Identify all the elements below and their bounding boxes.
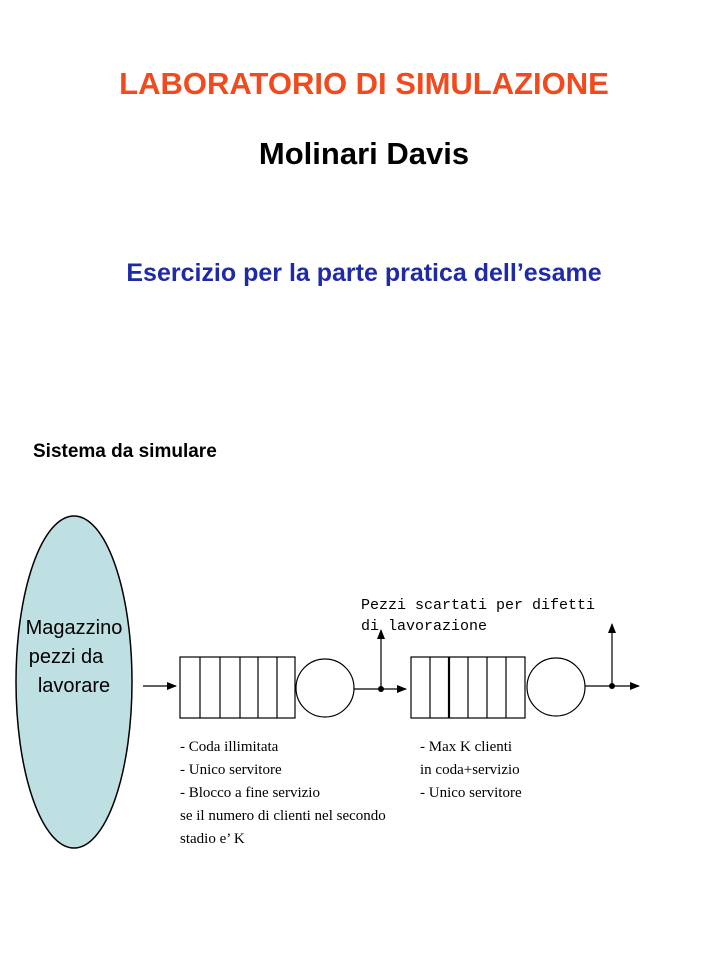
page-title: LABORATORIO DI SIMULAZIONE	[119, 66, 609, 101]
stage2-note-2: in coda+servizio	[420, 762, 520, 778]
storage-ellipse	[15, 515, 133, 849]
stage1-note-5: stadio e’ K	[180, 831, 245, 847]
stage2-note-3: - Unico servitore	[420, 785, 522, 801]
stage1-note-2: - Unico servitore	[180, 762, 282, 778]
stage1-note-3: - Blocco a fine servizio	[180, 785, 320, 801]
stage1-server	[295, 658, 355, 718]
author-name: Molinari Davis	[258, 136, 470, 171]
storage-label-line-1: Magazzino	[26, 617, 123, 639]
stage2-queue	[410, 656, 526, 719]
stage1-queue	[179, 656, 296, 719]
section-title: Sistema da simulare	[33, 441, 217, 462]
storage-label-line-3: lavorare	[38, 675, 110, 697]
storage-label-line-2: pezzi da	[29, 646, 104, 668]
stage2-server	[526, 657, 586, 717]
stage2-note-1: - Max K clienti	[420, 739, 512, 755]
stage1-note-4: se il numero di clienti nel secondo	[180, 808, 386, 824]
scrap-note-line-2: di lavorazione	[361, 618, 487, 635]
scrap-note-line-1: Pezzi scartati per difetti	[361, 597, 595, 614]
stage1-note-1: - Coda illimitata	[180, 739, 279, 755]
exercise-heading: Esercizio per la parte pratica dell’esam…	[126, 259, 602, 287]
